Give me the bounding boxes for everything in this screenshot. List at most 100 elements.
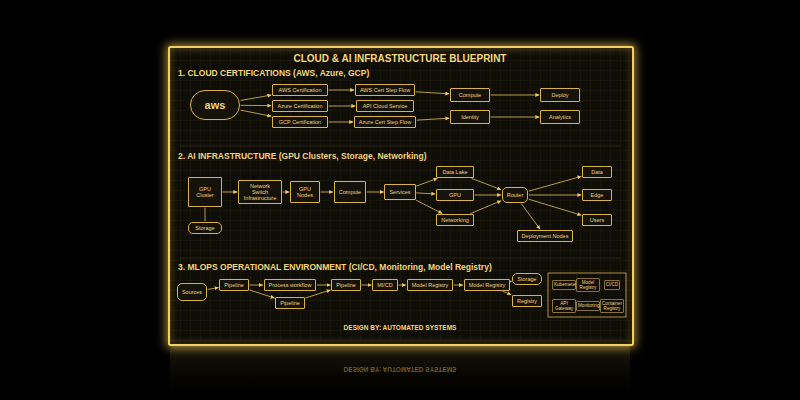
node-text: Azure Certification	[277, 103, 323, 109]
node-text: Model Registry	[469, 282, 506, 288]
connector	[367, 192, 384, 193]
connector	[454, 285, 463, 286]
tool-panel	[548, 273, 626, 317]
node-text: AWS Certification	[277, 87, 323, 93]
process-box: Network Switch Infrastructure	[238, 180, 282, 205]
node-text: Edge	[587, 192, 607, 198]
node-text: Sources	[182, 289, 202, 295]
process-box: Compute	[450, 88, 490, 102]
connector	[329, 106, 356, 107]
connector	[491, 117, 540, 118]
process-box: Process workflow	[264, 279, 317, 291]
process-box: API Cloud Service	[356, 100, 414, 112]
tool-icon: Model Registry	[576, 278, 600, 293]
connector	[475, 195, 502, 196]
process-box: GPU Cluster	[188, 177, 222, 207]
process-box: Data	[582, 166, 612, 178]
grid	[170, 48, 630, 342]
node-text: Pipeline	[280, 300, 300, 306]
connector	[241, 110, 272, 116]
reflection-text: DESIGN BY: AUTOMATED SYSTEMS	[344, 366, 457, 373]
connector	[416, 178, 437, 186]
tool-icon: Container Registry	[600, 299, 624, 314]
process-box: Deploy	[540, 88, 580, 102]
node-text: Pipeline	[224, 282, 244, 288]
node-text: Router	[507, 192, 524, 198]
node-text: API Cloud Service	[361, 103, 409, 109]
connector	[205, 208, 206, 222]
connector	[398, 285, 406, 286]
process-box: AWS Cert Step Flow	[355, 84, 415, 96]
connector	[249, 285, 263, 286]
node-text: Users	[587, 217, 607, 223]
node-text: Compute	[339, 189, 361, 195]
process-box: Edge	[582, 189, 612, 201]
process-box: GCP Certification	[272, 116, 328, 128]
connector	[208, 288, 219, 290]
node-text: Storage	[517, 276, 536, 282]
process-box: AWS Certification	[272, 84, 328, 96]
process-box: Azure Cert Step Flow	[354, 116, 416, 128]
process-box: Pipeline	[275, 297, 305, 309]
reflection	[170, 346, 630, 400]
connector	[529, 195, 582, 196]
process-box: Data Lake	[436, 166, 474, 178]
node-text: Deployment Nodes	[522, 233, 569, 239]
connector	[416, 92, 450, 94]
tool-icon: CI/CD	[604, 280, 621, 289]
process-box: Identity	[450, 110, 490, 124]
section-divider	[180, 146, 620, 147]
node-text: GPU	[441, 192, 469, 198]
node-text: Monitoring	[578, 303, 598, 308]
section-heading: 2. AI INFRASTRUCTURE (GPU Clusters, Stor…	[178, 152, 427, 161]
connector	[305, 290, 330, 298]
process-box: MI/CD	[372, 279, 398, 291]
footer-credit: DESIGN BY: AUTOMATED SYSTEMS	[344, 324, 457, 331]
node-text: Deploy	[545, 92, 575, 98]
node-text: Data	[587, 169, 607, 175]
node-text: Identity	[455, 114, 485, 120]
node-text: Process workflow	[269, 282, 312, 288]
process-box: Compute	[334, 181, 366, 203]
node-text: Storage	[193, 225, 217, 231]
node-text: Model Registry	[578, 280, 598, 291]
section-heading: 3. MLOPS OPERATIONAL ENVIRONMENT (CI/CD,…	[178, 263, 492, 272]
node-text: Registry	[517, 298, 537, 304]
node-text: MI/CD	[377, 282, 393, 288]
tool-icon: Kubernetes	[552, 280, 576, 289]
node-text: Azure Cert Step Flow	[359, 119, 411, 125]
process-box: Pipeline	[219, 279, 249, 291]
connector	[491, 95, 540, 96]
connector	[329, 90, 355, 91]
cloud-node: aws	[190, 90, 240, 120]
node-text: AWS Cert Step Flow	[360, 87, 410, 93]
process-box: Deployment Nodes	[517, 230, 574, 242]
node-text: Pipeline	[336, 282, 356, 288]
connector	[529, 199, 582, 215]
node-text: Analytics	[545, 114, 575, 120]
node-text: aws	[195, 99, 235, 112]
node-text: CI/CD	[606, 282, 619, 287]
connector	[241, 95, 272, 100]
node-text: GPU Nodes	[295, 186, 315, 199]
connector	[249, 290, 274, 298]
connector	[317, 285, 331, 286]
connector	[521, 203, 540, 229]
process-box: Model Registry	[464, 279, 511, 291]
process-box: Model Registry	[407, 279, 454, 291]
connector	[417, 118, 450, 120]
process-box: Analytics	[540, 110, 580, 124]
node-text: GPU Cluster	[193, 186, 217, 199]
tool-icon: Monitoring	[576, 301, 600, 310]
node-text: Kubernetes	[554, 282, 574, 287]
node-text: Compute	[455, 92, 485, 98]
node-text: Networking	[441, 217, 469, 223]
tool-icon: API Gateway	[552, 299, 576, 314]
node-text: Model Registry	[412, 282, 449, 288]
node-text: GCP Certification	[277, 119, 323, 125]
process-box: Storage	[512, 273, 541, 285]
connector	[361, 285, 371, 286]
process-box: Sources	[177, 283, 207, 301]
connector	[329, 122, 354, 123]
process-box: Registry	[512, 295, 542, 307]
